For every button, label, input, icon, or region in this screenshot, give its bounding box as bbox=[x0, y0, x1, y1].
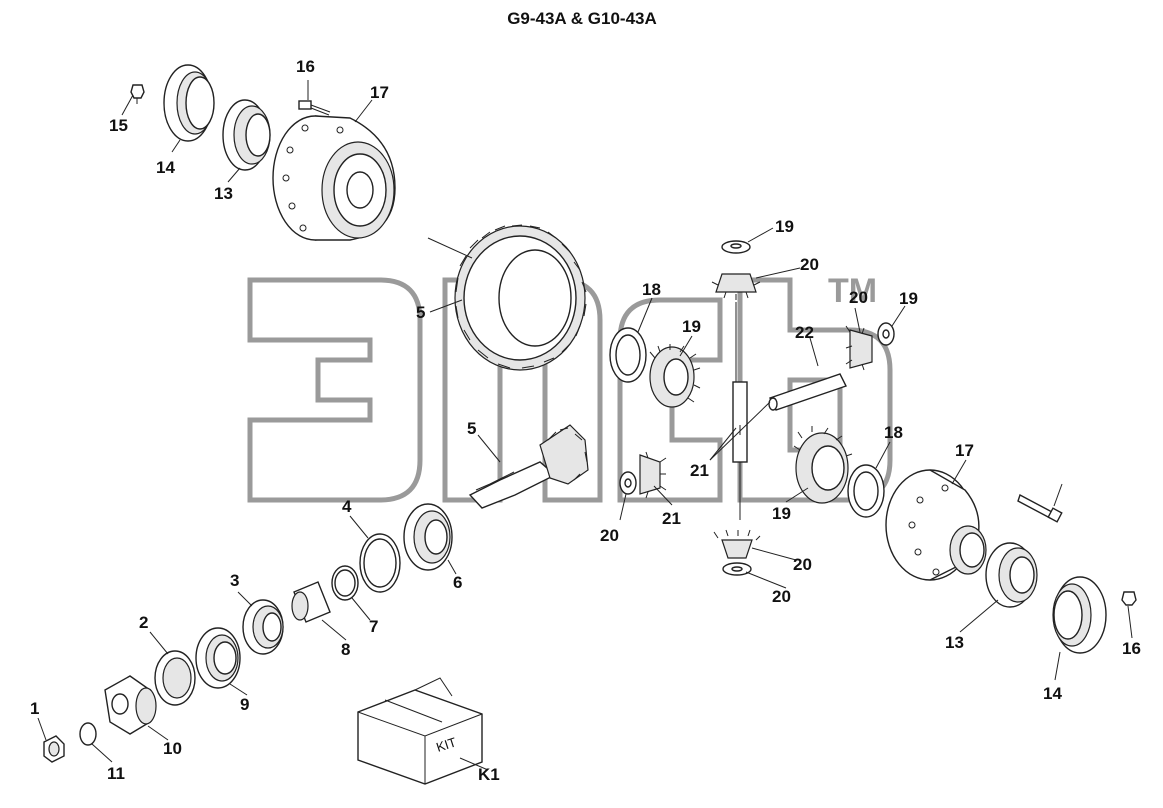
callout-12-left: 13 bbox=[214, 184, 233, 203]
part-20-pinion-gear-left bbox=[639, 451, 667, 499]
callout-4: 4 bbox=[342, 497, 352, 516]
callout-19-top: 19 bbox=[775, 217, 794, 236]
part-4-shim-large bbox=[359, 533, 401, 593]
callout-16-right: 17 bbox=[955, 441, 974, 460]
part-14-lock-bolt-left bbox=[130, 84, 145, 104]
part-19-washer-top bbox=[721, 240, 751, 254]
callout-5-pinion: 5 bbox=[467, 419, 476, 438]
callout-7: 7 bbox=[369, 617, 378, 636]
callout-13-left: 14 bbox=[156, 158, 175, 177]
part-18-side-gear-right bbox=[793, 426, 853, 504]
part-21-cross-shaft-horizontal bbox=[768, 373, 847, 411]
diagram-title: G9-43A & G10-43A bbox=[507, 9, 657, 28]
callout-2: 2 bbox=[139, 613, 148, 632]
part-17-thrust-washer-right bbox=[847, 464, 885, 518]
part-19-washer-right bbox=[877, 322, 895, 346]
callout-17-right: 18 bbox=[884, 423, 903, 442]
part-8-spacer bbox=[291, 581, 331, 623]
part-5-drive-pinion bbox=[468, 424, 589, 509]
part-19-washer-left bbox=[619, 471, 637, 495]
part-22-bolt-right bbox=[1017, 493, 1063, 523]
callout-3: 3 bbox=[230, 571, 239, 590]
kit-box-k1: KIT bbox=[357, 677, 483, 785]
part-7-shim-small bbox=[331, 565, 359, 601]
callout-20-right: 20 bbox=[849, 288, 868, 307]
leader-ring-axis bbox=[427, 237, 473, 259]
part-9-oil-seal bbox=[195, 627, 241, 689]
kit-label: KIT bbox=[434, 734, 458, 755]
part-5-ring-gear bbox=[454, 224, 587, 371]
callout-9: 9 bbox=[240, 695, 249, 714]
part-17-thrust-washer-left bbox=[609, 327, 647, 383]
callout-20-top: 20 bbox=[800, 255, 819, 274]
part-16-carrier-case-right bbox=[885, 469, 987, 581]
callout-12-right: 13 bbox=[945, 633, 964, 652]
part-3-pinion-bearing-inner bbox=[242, 599, 284, 655]
callout-11: 11 bbox=[107, 764, 125, 783]
part-18-side-gear-left bbox=[649, 344, 701, 408]
callout-labels: 15 14 13 16 17 5 5 18 19 19 20 20 19 22 … bbox=[30, 57, 1141, 784]
part-13-adjusting-ring-left bbox=[163, 64, 215, 142]
part-19-washer-bottom bbox=[722, 562, 752, 576]
callout-19-bottom: 20 bbox=[772, 587, 791, 606]
leader-lines bbox=[37, 80, 1133, 771]
callout-13-right: 14 bbox=[1043, 684, 1062, 703]
part-1-pinion-nut bbox=[43, 735, 65, 763]
callout-15: 16 bbox=[296, 57, 315, 76]
callout-16-left: 17 bbox=[370, 83, 389, 102]
part-13-adjusting-ring-right bbox=[1052, 576, 1107, 654]
callout-8: 8 bbox=[341, 640, 350, 659]
callout-1: 1 bbox=[30, 699, 39, 718]
callout-6: 6 bbox=[453, 573, 462, 592]
trademark-mark: TM bbox=[828, 272, 877, 310]
part-12-bearing-right bbox=[985, 542, 1038, 608]
part-20-pinion-gear-right bbox=[845, 325, 873, 371]
callout-14-left: 15 bbox=[109, 116, 128, 135]
callout-20-bottom: 20 bbox=[793, 555, 812, 574]
part-20-pinion-gear-bottom bbox=[713, 529, 761, 559]
part-16-carrier-case-left bbox=[272, 115, 396, 241]
part-2-deflector bbox=[154, 650, 196, 706]
callout-21-vertical: 21 bbox=[690, 461, 709, 480]
callout-20-left: 21 bbox=[662, 509, 681, 528]
part-15-bolt-top bbox=[298, 100, 331, 116]
callout-10: 10 bbox=[163, 739, 182, 758]
callout-19-right: 19 bbox=[899, 289, 918, 308]
part-6-pinion-bearing-outer bbox=[403, 503, 453, 571]
part-21-cross-shaft-vertical bbox=[732, 302, 748, 520]
callout-14-right: 16 bbox=[1122, 639, 1141, 658]
part-14-lock-bolt-right bbox=[1121, 591, 1137, 606]
part-12-bearing-left bbox=[222, 99, 271, 171]
part-11-o-ring bbox=[79, 722, 97, 746]
callout-19-left: 20 bbox=[600, 526, 619, 545]
part-10-end-yoke bbox=[104, 675, 157, 735]
callout-18-left: 19 bbox=[682, 317, 701, 336]
callout-18-right: 19 bbox=[772, 504, 791, 523]
callout-5-ring-gear: 5 bbox=[416, 303, 425, 322]
part-20-pinion-gear-top bbox=[711, 273, 761, 300]
callout-17-left: 18 bbox=[642, 280, 661, 299]
callout-k1: K1 bbox=[478, 765, 500, 784]
callout-21-horizontal: 22 bbox=[795, 323, 814, 342]
